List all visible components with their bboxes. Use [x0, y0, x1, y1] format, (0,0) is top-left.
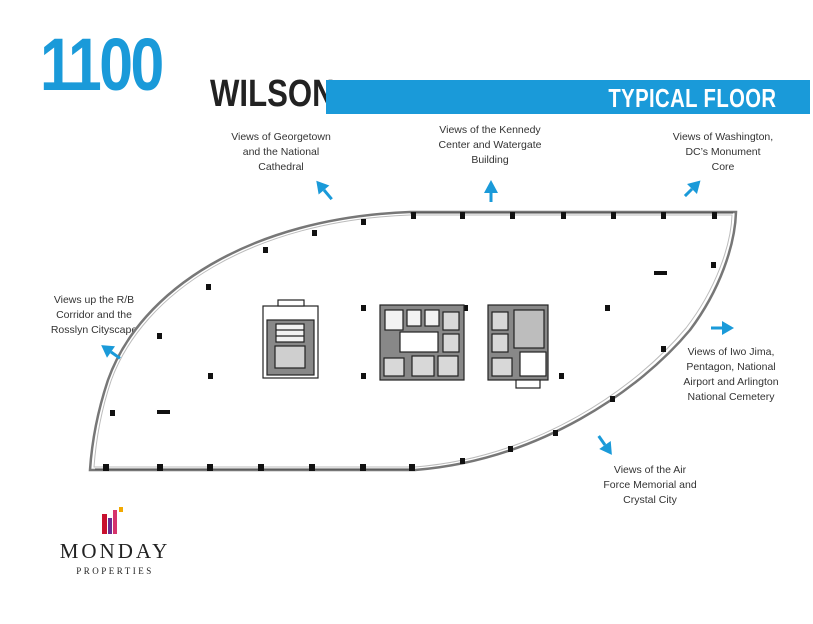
building-number: 1100: [40, 23, 164, 106]
arrow-airforce-icon: [597, 435, 612, 455]
column: [463, 305, 468, 311]
logo-mark-icon: [102, 507, 123, 534]
column: [312, 230, 317, 236]
note-line: Corridor and the: [56, 309, 132, 321]
core-room: [437, 355, 459, 377]
note-line: Cathedral: [258, 161, 304, 173]
core-room: [424, 309, 440, 327]
note-line: Core: [711, 161, 735, 173]
monday-properties-logo: MONDAY PROPERTIES: [55, 505, 175, 585]
column: [605, 305, 610, 311]
column: [661, 212, 666, 219]
core-room: [491, 357, 513, 377]
column: [361, 373, 366, 379]
note-line: Airport and Arlington: [683, 376, 779, 388]
column: [553, 430, 558, 436]
column: [258, 464, 264, 471]
column: [712, 212, 717, 219]
column: [361, 305, 366, 311]
note-line: Views of the Air: [613, 464, 687, 476]
column: [157, 333, 162, 339]
note-washington: Views of Washington, DC’s Monument Core: [660, 130, 786, 175]
column: [409, 464, 415, 471]
core-room: [384, 309, 404, 331]
note-line: DC’s Monument: [685, 146, 761, 158]
column: [208, 373, 213, 379]
column: [103, 464, 109, 471]
note-airforce: Views of the Air Force Memorial and Crys…: [592, 463, 708, 508]
core-room: [491, 311, 509, 331]
column: [361, 219, 366, 225]
note-line: and the National: [242, 146, 320, 158]
column: [508, 446, 513, 452]
column: [559, 373, 564, 379]
logo-sub: PROPERTIES: [76, 566, 154, 576]
column: [654, 271, 667, 275]
core-central: [379, 304, 465, 381]
floor-outline-inner: [93, 214, 733, 468]
view-arrows: [101, 180, 734, 455]
core-room: [442, 333, 460, 353]
core-room: [406, 309, 422, 327]
note-line: Rosslyn Cityscape: [50, 324, 138, 336]
core-room: [442, 311, 460, 331]
column: [110, 410, 115, 416]
building-street-name: WILSON: [210, 73, 335, 115]
note-line: Views of Georgetown: [231, 131, 331, 143]
column: [309, 464, 315, 471]
core-room: [383, 357, 405, 377]
core-room: [411, 355, 435, 377]
arrow-iwojima-icon: [711, 321, 734, 335]
typical-floor-banner: TYPICAL FLOOR: [326, 80, 810, 114]
note-line: Force Memorial and: [603, 479, 697, 491]
arrow-kennedy-icon: [484, 180, 498, 202]
note-rosslyn: Views up the R/B Corridor and the Rossly…: [40, 293, 148, 338]
core-room: [399, 331, 439, 353]
arrow-georgetown-icon: [316, 180, 333, 201]
core-west-stair: [262, 299, 319, 379]
column: [611, 212, 616, 219]
core-room: [275, 323, 305, 343]
column: [661, 346, 666, 352]
column: [411, 212, 416, 219]
column: [157, 410, 170, 414]
core-room: [274, 345, 306, 369]
column: [460, 458, 465, 464]
note-line: Building: [471, 154, 509, 166]
core-room: [491, 333, 509, 353]
column: [207, 464, 213, 471]
column: [263, 247, 268, 253]
note-iwojima: Views of Iwo Jima, Pentagon, National Ai…: [672, 345, 790, 405]
core-room: [513, 309, 545, 349]
note-line: Views of the Kennedy: [439, 124, 541, 136]
arrow-washington-icon: [683, 180, 701, 198]
core-room: [515, 379, 541, 389]
note-kennedy: Views of the Kennedy Center and Watergat…: [430, 123, 550, 168]
note-line: Views of Iwo Jima,: [687, 346, 775, 358]
column: [561, 212, 566, 219]
note-line: Views of Washington,: [672, 131, 774, 143]
core-room: [519, 351, 547, 377]
core-east: [487, 304, 549, 389]
column: [711, 262, 716, 268]
column: [206, 284, 211, 290]
column: [157, 464, 163, 471]
logo-name: MONDAY: [59, 539, 171, 563]
note-line: Center and Watergate: [438, 139, 542, 151]
column: [610, 396, 615, 402]
note-line: Crystal City: [623, 494, 677, 506]
note-line: Views up the R/B: [53, 294, 135, 306]
core-room: [277, 299, 305, 307]
note-georgetown: Views of Georgetown and the National Cat…: [222, 130, 340, 175]
note-line: Pentagon, National: [686, 361, 776, 373]
column: [460, 212, 465, 219]
arrow-rosslyn-icon: [101, 345, 121, 360]
banner-label: TYPICAL FLOOR: [607, 83, 776, 113]
note-line: National Cemetery: [687, 391, 775, 403]
column: [360, 464, 366, 471]
column: [510, 212, 515, 219]
